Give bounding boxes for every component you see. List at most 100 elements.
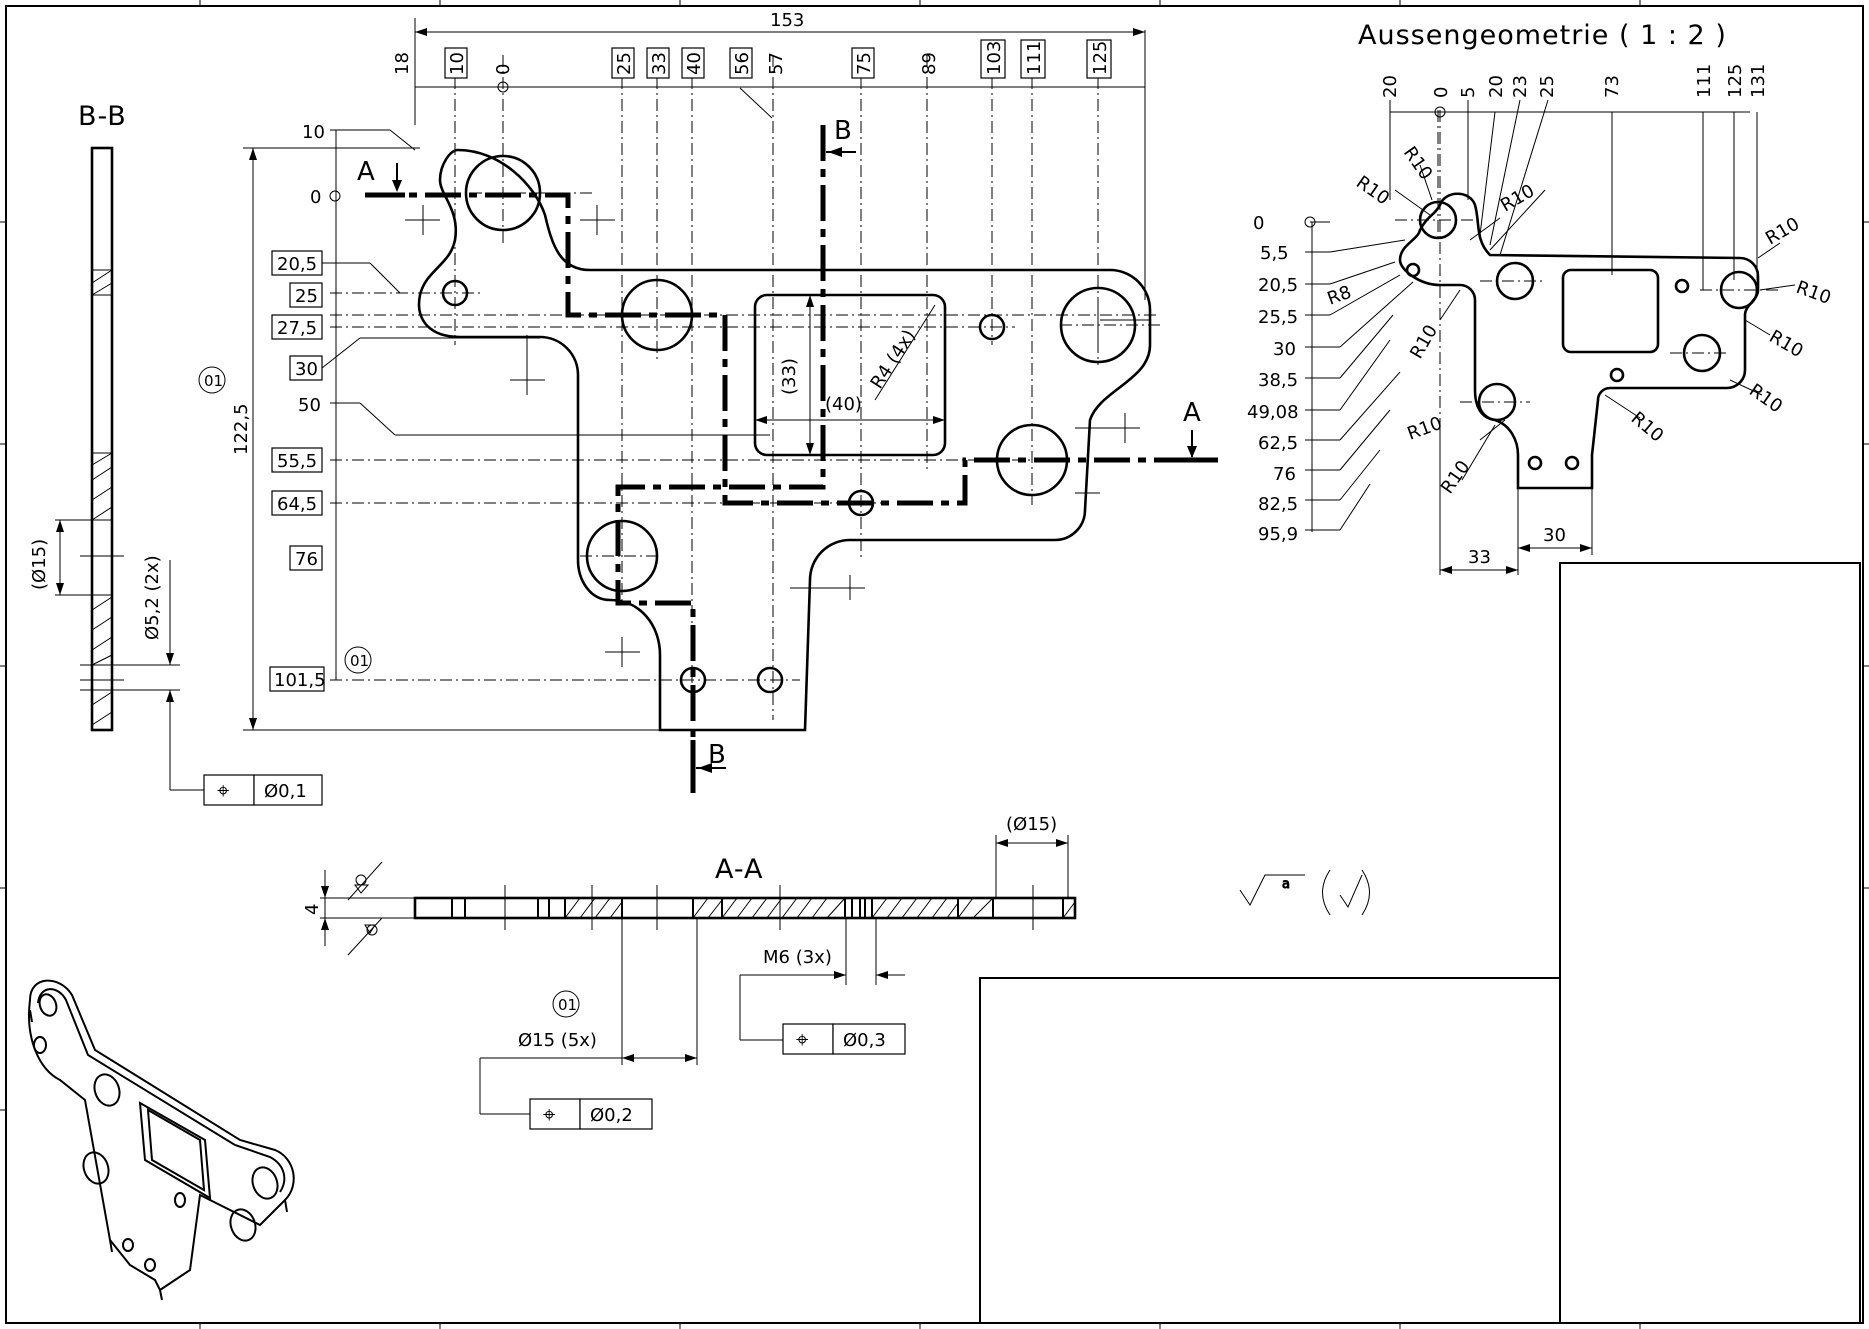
dim-overall-width: 153 (415, 10, 1145, 36)
svg-text:⌖: ⌖ (543, 1103, 555, 1128)
svg-text:R10: R10 (1405, 413, 1445, 445)
svg-text:0: 0 (1253, 213, 1264, 234)
svg-text:103: 103 (984, 41, 1005, 75)
svg-text:76: 76 (295, 549, 318, 570)
left-ordinate-dims: 10 0 20,5 25 27,5 30 50 55,5 64,5 76 101… (269, 122, 770, 692)
svg-text:⌖: ⌖ (796, 1028, 808, 1053)
svg-text:(40): (40) (825, 394, 862, 415)
svg-text:20: 20 (1486, 75, 1507, 98)
surface-finish-symbol: a (1239, 869, 1370, 916)
svg-text:5: 5 (1458, 87, 1479, 98)
section-label-b-bottom: B (708, 740, 726, 770)
title-block-upper (1559, 562, 1861, 1324)
isometric-view (28, 979, 295, 1301)
outer-top-dims: 20 0 5 20 23 25 73 111 125 131 (1380, 64, 1769, 290)
pocket-dims: (33) (40) R4 (4x) (755, 295, 945, 455)
svg-text:18: 18 (392, 52, 413, 75)
svg-text:125: 125 (1725, 64, 1746, 98)
svg-text:30: 30 (1273, 339, 1296, 360)
svg-text:Ø0,3: Ø0,3 (843, 1030, 886, 1051)
svg-text:62,5: 62,5 (1258, 433, 1298, 454)
svg-text:40: 40 (684, 52, 705, 75)
svg-text:R10: R10 (1406, 321, 1442, 362)
section-line-aa (365, 192, 1170, 506)
svg-text:20,5: 20,5 (277, 254, 317, 275)
section-bb-title: B-B (78, 101, 127, 132)
fcf-aa-thread: ⌖ Ø0,3 (782, 1023, 906, 1055)
svg-text:01: 01 (350, 652, 369, 670)
svg-text:M6 (3x): M6 (3x) (763, 947, 832, 968)
main-view: A A B B 153 18 10 0 25 33 40 56 57 (198, 10, 1218, 793)
section-label-a-left: A (357, 157, 375, 187)
svg-text:76: 76 (1273, 464, 1296, 485)
svg-text:Ø0,1: Ø0,1 (264, 781, 307, 802)
svg-text:153: 153 (770, 10, 804, 31)
title-block-lower (979, 977, 1561, 1324)
svg-text:25: 25 (295, 286, 318, 307)
svg-text:131: 131 (1748, 64, 1769, 98)
svg-text:111: 111 (1694, 64, 1715, 98)
section-bb-view: B-B (Ø15) Ø5,2 (2x) ⌖ (29, 101, 323, 806)
section-aa-view: A-A (302, 814, 1077, 1130)
top-ordinate-dims: 18 10 0 25 33 40 56 57 75 89 103 111 125 (392, 39, 1112, 119)
outer-left-dims: 0 5,5 20,5 25,5 30 38,5 49,08 62,5 76 82… (1247, 213, 1414, 545)
svg-text:R4 (4x): R4 (4x) (867, 326, 920, 393)
svg-text:122,5: 122,5 (231, 403, 252, 455)
svg-text:⌖: ⌖ (217, 779, 229, 804)
svg-text:Ø0,2: Ø0,2 (590, 1105, 633, 1126)
svg-text:33: 33 (1468, 547, 1491, 568)
svg-text:Ø15 (5x): Ø15 (5x) (518, 1030, 597, 1051)
svg-text:0: 0 (310, 187, 321, 208)
svg-text:R10: R10 (1793, 277, 1833, 309)
svg-text:R10: R10 (1745, 380, 1786, 418)
centerlines (330, 18, 1160, 720)
svg-text:a: a (1282, 877, 1290, 892)
svg-text:(Ø15): (Ø15) (29, 539, 50, 590)
svg-text:20: 20 (1380, 75, 1401, 98)
svg-text:R10: R10 (1497, 180, 1538, 216)
outer-geometry-view: Aussengeometrie ( 1 : 2 ) 20 0 5 20 23 2… (1247, 20, 1834, 575)
fcf-bb: ⌖ Ø0,1 (203, 774, 323, 806)
svg-text:0: 0 (493, 64, 514, 75)
svg-text:75: 75 (854, 52, 875, 75)
section-label-a-right: A (1183, 398, 1201, 428)
svg-text:64,5: 64,5 (277, 494, 317, 515)
weld-symbols (347, 861, 383, 956)
svg-text:125: 125 (1090, 41, 1111, 75)
svg-text:R10: R10 (1399, 143, 1437, 184)
svg-text:01: 01 (558, 996, 577, 1014)
svg-text:(33): (33) (779, 358, 800, 395)
svg-text:25,5: 25,5 (1258, 307, 1298, 328)
svg-text:Ø5,2 (2x): Ø5,2 (2x) (142, 555, 163, 640)
svg-text:30: 30 (295, 359, 318, 380)
section-arrows: A A B B (357, 116, 1201, 773)
svg-text:27,5: 27,5 (277, 318, 317, 339)
svg-text:R10: R10 (1762, 213, 1803, 249)
svg-text:50: 50 (298, 395, 321, 416)
svg-text:82,5: 82,5 (1258, 494, 1298, 515)
svg-text:30: 30 (1543, 525, 1566, 546)
svg-text:0: 0 (1431, 87, 1452, 98)
main-part-outline (417, 148, 1152, 732)
section-label-b-top: B (834, 116, 852, 146)
svg-text:111: 111 (1024, 41, 1045, 75)
svg-text:95,9: 95,9 (1258, 524, 1298, 545)
svg-text:49,08: 49,08 (1247, 402, 1299, 423)
svg-text:R10: R10 (1437, 457, 1475, 498)
svg-text:55,5: 55,5 (277, 451, 317, 472)
fcf-aa-bore: ⌖ Ø0,2 (529, 1098, 653, 1130)
svg-text:20,5: 20,5 (1258, 275, 1298, 296)
svg-text:73: 73 (1602, 75, 1623, 98)
svg-text:56: 56 (732, 52, 753, 75)
svg-text:38,5: 38,5 (1258, 370, 1298, 391)
svg-text:5,5: 5,5 (1260, 243, 1289, 264)
svg-text:(Ø15): (Ø15) (1006, 814, 1057, 835)
svg-text:25: 25 (614, 52, 635, 75)
section-line-bb (615, 125, 826, 750)
svg-text:R8: R8 (1325, 282, 1355, 310)
svg-text:57: 57 (766, 52, 787, 75)
svg-text:101,5: 101,5 (274, 670, 326, 691)
svg-text:01: 01 (204, 372, 223, 390)
